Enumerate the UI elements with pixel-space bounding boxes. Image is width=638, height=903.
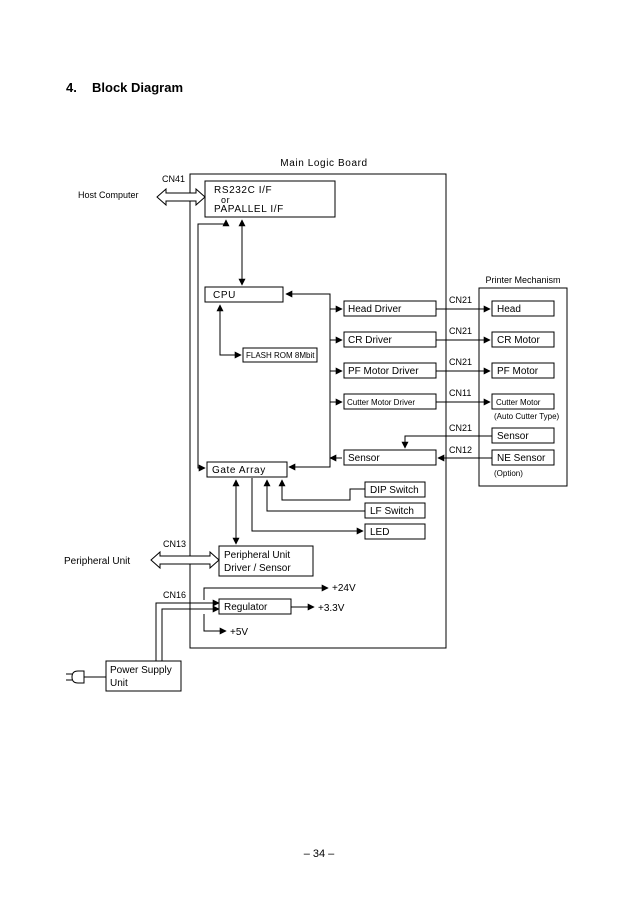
rs232c-label: RS232C I/F xyxy=(214,185,272,196)
main-logic-board-label: Main Logic Board xyxy=(280,158,367,169)
cn21-pf-label: CN21 xyxy=(449,357,472,367)
peripheral-bus-arrow xyxy=(150,550,220,570)
cn41-label: CN41 xyxy=(162,174,185,184)
section-title: Block Diagram xyxy=(92,80,184,95)
gate-array-label: Gate Array xyxy=(212,465,266,476)
power-feed-line-inner xyxy=(161,605,220,661)
peripheral-driver-label-1: Peripheral Unit xyxy=(224,550,290,561)
printer-mechanism-label: Printer Mechanism xyxy=(485,275,560,285)
power-24v-line xyxy=(203,584,329,600)
pf-motor-block xyxy=(491,362,555,379)
cutter-motor-driver-label: Cutter Motor Driver xyxy=(347,398,415,407)
cr-driver-label: CR Driver xyxy=(348,335,393,346)
cr-motor-block xyxy=(491,331,555,348)
peripheral-driver-label-2: Driver / Sensor xyxy=(224,563,291,574)
rs232c-interface-block xyxy=(204,180,336,218)
head-driver-label: Head Driver xyxy=(348,304,402,315)
cutter-note: (Auto Cutter Type) xyxy=(494,412,560,421)
cr-motor-label: CR Motor xyxy=(497,335,540,346)
pf-motor-driver-label: PF Motor Driver xyxy=(348,366,419,377)
host-computer-label: Host Computer xyxy=(78,190,139,200)
host-computer-bus-arrow xyxy=(156,187,206,207)
page-number: – 34 – xyxy=(303,848,335,860)
led-block xyxy=(364,523,426,540)
head-block xyxy=(491,300,555,317)
cn21-head-label: CN21 xyxy=(449,295,472,305)
flash-rom-label: FLASH ROM 8Mbit xyxy=(246,351,315,360)
mechanism-sensor-label: Sensor xyxy=(497,431,529,442)
power-supply-label-2: Unit xyxy=(110,678,128,689)
v33-label: +3.3V xyxy=(318,603,345,614)
section-number: 4. xyxy=(66,80,77,95)
v5-label: +5V xyxy=(230,627,248,638)
sensor-block xyxy=(343,449,437,466)
dip-switch-label: DIP Switch xyxy=(370,485,419,496)
power-5v-line xyxy=(203,614,227,635)
led-link xyxy=(251,478,364,535)
mechanism-sensor-input xyxy=(401,435,492,449)
ne-note: (Option) xyxy=(494,469,523,478)
power-supply-block xyxy=(105,660,182,692)
sensor-label: Sensor xyxy=(348,453,380,464)
head-label: Head xyxy=(497,304,521,315)
ne-sensor-label: NE Sensor xyxy=(497,453,546,464)
cn11-label: CN11 xyxy=(449,388,471,398)
cpu-gate-array-bus xyxy=(285,290,331,471)
cutter-motor-block xyxy=(491,393,555,410)
led-label: LED xyxy=(370,527,389,538)
cn16-label: CN16 xyxy=(163,590,186,600)
lf-switch-label: LF Switch xyxy=(370,506,414,517)
flash-rom-block xyxy=(242,347,318,363)
ac-plug-icon xyxy=(66,670,106,684)
peripheral-driver-block xyxy=(218,545,314,577)
v24-label: +24V xyxy=(332,583,356,594)
cn13-label: CN13 xyxy=(163,539,186,549)
power-feed-line-outer xyxy=(155,599,220,661)
pf-motor-label: PF Motor xyxy=(497,366,539,377)
parallel-label: PAPALLEL I/F xyxy=(214,204,284,215)
cn21-cr-label: CN21 xyxy=(449,326,472,336)
cutter-motor-label: Cutter Motor xyxy=(496,398,541,407)
cn12-label: CN12 xyxy=(449,445,472,455)
peripheral-unit-label: Peripheral Unit xyxy=(64,556,130,567)
cpu-label: CPU xyxy=(213,290,236,301)
main-logic-board xyxy=(189,173,447,649)
rs232c-or-label: or xyxy=(221,195,230,205)
cn21-sensor-label: CN21 xyxy=(449,423,472,433)
power-supply-label-1: Power Supply xyxy=(110,665,172,676)
lf-switch-link xyxy=(263,479,365,512)
gate-array-interface-link xyxy=(197,219,230,472)
regulator-label: Regulator xyxy=(224,602,268,613)
dip-switch-link xyxy=(278,479,365,501)
section-heading: 4. Block Diagram xyxy=(66,80,183,95)
